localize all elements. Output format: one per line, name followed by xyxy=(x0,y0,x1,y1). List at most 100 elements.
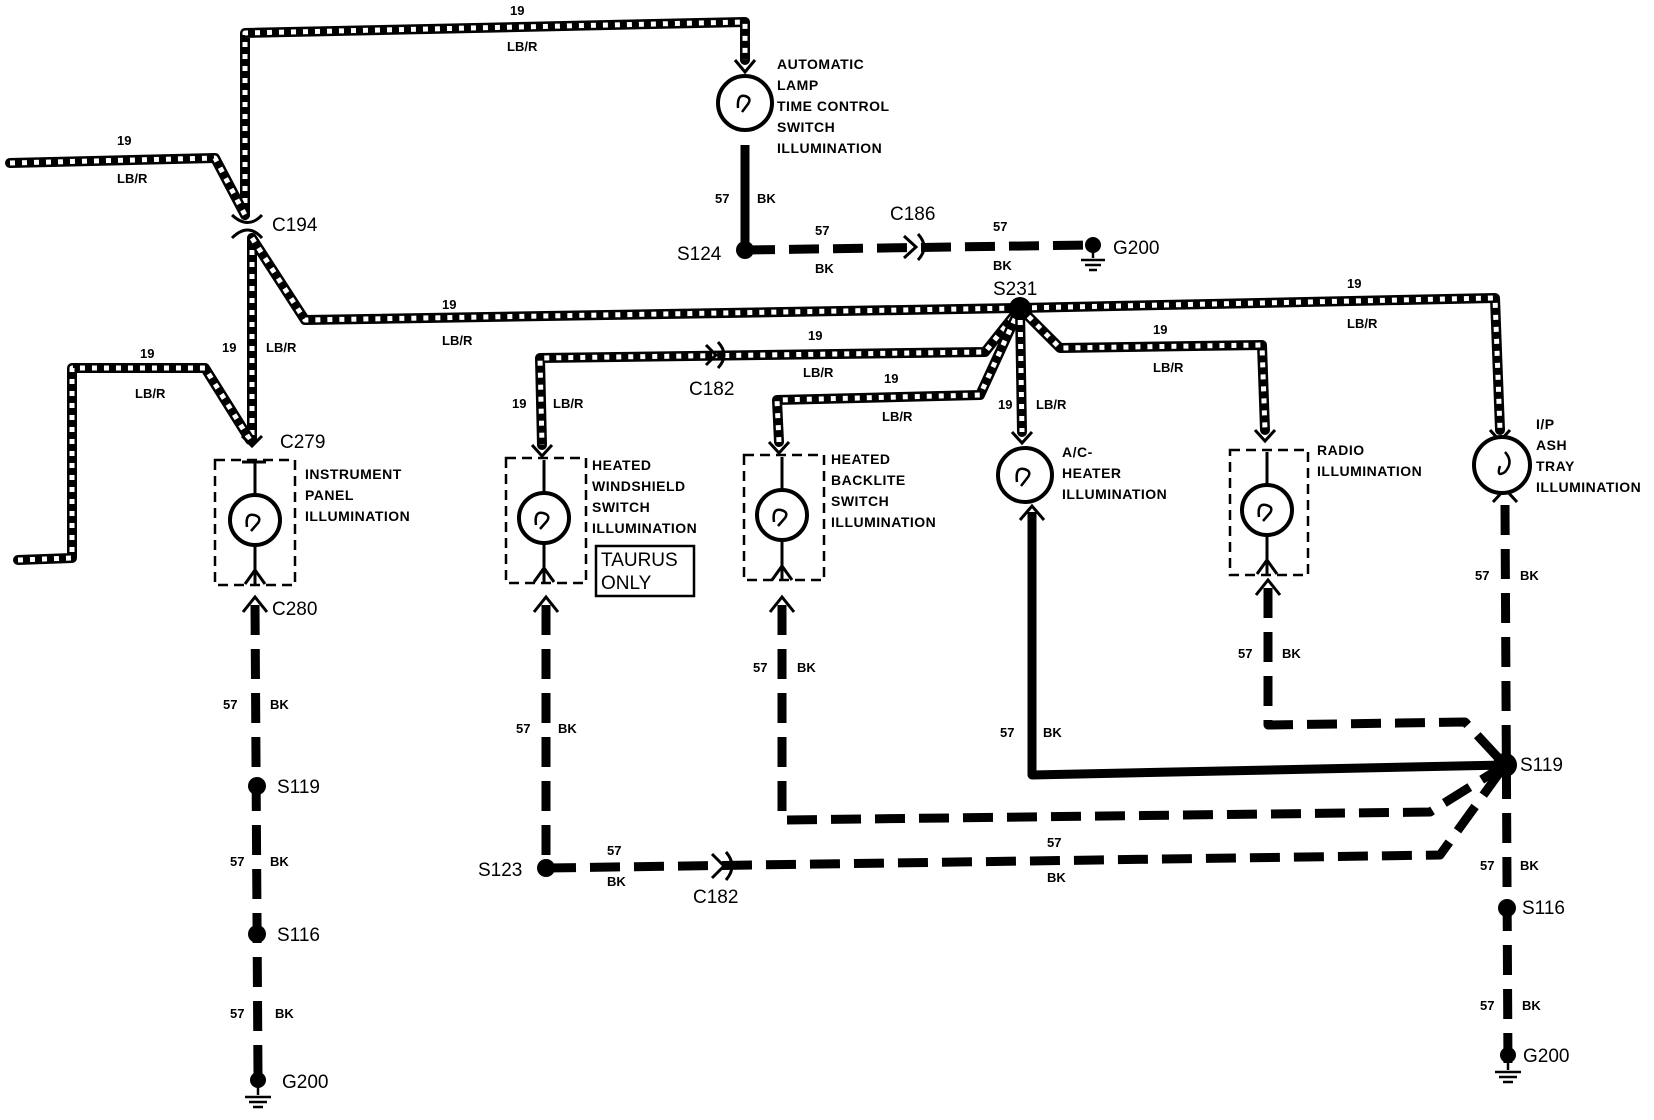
wire-s231-to-backlite xyxy=(772,303,1025,447)
label-color-bk: BK xyxy=(1047,870,1066,885)
label-s231: S231 xyxy=(993,279,1037,300)
label-circuit-19: 19 xyxy=(1153,322,1167,337)
wire-backlite-to-s119 xyxy=(777,605,1508,825)
label-circuit-19: 19 xyxy=(140,346,154,361)
label-circuit-19: 19 xyxy=(510,3,524,18)
label-color-bk: BK xyxy=(558,721,577,736)
wire-radio-to-s119 xyxy=(1263,588,1509,769)
label-color-lbr: LB/R xyxy=(507,39,538,54)
label-circuit-57: 57 xyxy=(1475,568,1489,583)
name-auto-lamp: AUTOMATIC LAMP TIME CONTROL SWITCH ILLUM… xyxy=(777,56,894,156)
label-circuit-19: 19 xyxy=(512,396,526,411)
label-circuit-57: 57 xyxy=(223,697,237,712)
wire-labels: 19 LB/R 19 LB/R 19 LB/R 19 LB/R 19 LB/R … xyxy=(117,3,1541,1021)
label-c280: C280 xyxy=(272,599,317,620)
label-s124: S124 xyxy=(677,244,722,265)
wire-s124-to-g200 xyxy=(744,240,1091,255)
note-taurus-only: TAURUS ONLY xyxy=(601,550,683,594)
label-circuit-19: 19 xyxy=(884,371,898,386)
label-color-bk: BK xyxy=(757,191,776,206)
label-circuit-19: 19 xyxy=(442,297,456,312)
label-color-bk: BK xyxy=(270,854,289,869)
label-g200-left: G200 xyxy=(282,1072,328,1093)
label-circuit-19: 19 xyxy=(1347,276,1361,291)
label-circuit-19: 19 xyxy=(222,340,236,355)
note-box xyxy=(594,544,696,598)
wire-top-loop xyxy=(240,17,750,220)
label-circuit-57: 57 xyxy=(815,223,829,238)
label-circuit-57: 57 xyxy=(1238,646,1252,661)
bulb-ac-heater xyxy=(996,446,1054,504)
bulb-heated-windshield xyxy=(517,460,571,583)
label-c182-bottom: C182 xyxy=(693,887,738,908)
wire-ac-to-s119 xyxy=(1027,512,1506,780)
label-s119-left: S119 xyxy=(277,777,320,798)
bulb-instrument-panel xyxy=(228,462,282,585)
name-radio: RADIO ILLUMINATION xyxy=(1317,442,1422,479)
label-circuit-57: 57 xyxy=(607,843,621,858)
label-circuit-57: 57 xyxy=(993,219,1007,234)
box-radio xyxy=(1228,448,1310,577)
label-color-bk: BK xyxy=(815,261,834,276)
name-instrument-panel: INSTRUMENT PANEL ILLUMINATION xyxy=(305,466,410,524)
node-s116-left xyxy=(248,925,266,943)
label-color-bk: BK xyxy=(1522,998,1541,1013)
name-ac-heater: A/C- HEATER ILLUMINATION xyxy=(1062,444,1167,502)
label-g200-top: G200 xyxy=(1113,238,1159,259)
label-s119-right: S119 xyxy=(1520,755,1563,776)
wire-s123-to-s119 xyxy=(545,762,1509,873)
ground-g200-left xyxy=(245,1072,271,1109)
label-color-bk: BK xyxy=(1282,646,1301,661)
bulb-heated-backlite xyxy=(755,457,809,581)
label-circuit-57: 57 xyxy=(230,1006,244,1021)
name-heated-backlite: HEATED BACKLITE SWITCH ILLUMINATION xyxy=(831,451,936,530)
label-c194: C194 xyxy=(272,215,318,236)
label-color-bk: BK xyxy=(270,697,289,712)
label-circuit-57: 57 xyxy=(1480,998,1494,1013)
label-color-lbr: LB/R xyxy=(1036,397,1067,412)
label-c182-top: C182 xyxy=(689,379,734,400)
components xyxy=(213,74,1532,598)
label-circuit-57: 57 xyxy=(230,854,244,869)
label-color-lbr: LB/R xyxy=(1347,316,1378,331)
label-s116-left: S116 xyxy=(277,925,320,946)
node-s119-right xyxy=(1493,753,1517,777)
label-circuit-57: 57 xyxy=(1047,835,1061,850)
node-s124 xyxy=(736,241,754,259)
node-s123 xyxy=(537,859,555,877)
bulb-auto-lamp xyxy=(716,74,774,132)
label-color-bk: BK xyxy=(797,660,816,675)
label-color-lbr: LB/R xyxy=(882,409,913,424)
label-color-bk: BK xyxy=(275,1006,294,1021)
label-s116-right: S116 xyxy=(1522,898,1565,919)
connector-c194 xyxy=(230,213,264,240)
label-color-bk: BK xyxy=(1520,858,1539,873)
name-ash-tray: I/P ASH TRAY ILLUMINATION xyxy=(1536,416,1641,495)
label-color-bk: BK xyxy=(993,258,1012,273)
label-circuit-19: 19 xyxy=(998,397,1012,412)
label-color-lbr: LB/R xyxy=(1153,360,1184,375)
label-circuit-57: 57 xyxy=(753,660,767,675)
label-circuit-19: 19 xyxy=(808,328,822,343)
bk-solid-wires xyxy=(740,145,1506,780)
label-color-lbr: LB/R xyxy=(266,340,297,355)
label-circuit-57: 57 xyxy=(1480,858,1494,873)
label-circuit-57: 57 xyxy=(715,191,729,206)
label-c279: C279 xyxy=(280,432,325,453)
box-instrument-panel xyxy=(213,458,297,587)
connector-c182-top xyxy=(704,340,726,370)
label-color-bk: BK xyxy=(1043,725,1062,740)
component-names: AUTOMATIC LAMP TIME CONTROL SWITCH ILLUM… xyxy=(305,56,1641,594)
label-color-lbr: LB/R xyxy=(803,365,834,380)
label-s123: S123 xyxy=(478,860,522,881)
bulb-radio xyxy=(1240,452,1294,575)
node-s231 xyxy=(1009,297,1031,319)
name-heated-windshield: HEATED WINDSHIELD SWITCH ILLUMINATION xyxy=(592,457,697,536)
box-heated-windshield xyxy=(504,456,588,585)
lbr-wires xyxy=(5,17,1505,565)
label-circuit-57: 57 xyxy=(516,721,530,736)
bulb-ash-tray xyxy=(1472,435,1532,495)
label-g200-right: G200 xyxy=(1523,1046,1569,1067)
ground-g200-right xyxy=(1495,1047,1521,1084)
ground-g200-top xyxy=(1081,237,1105,272)
